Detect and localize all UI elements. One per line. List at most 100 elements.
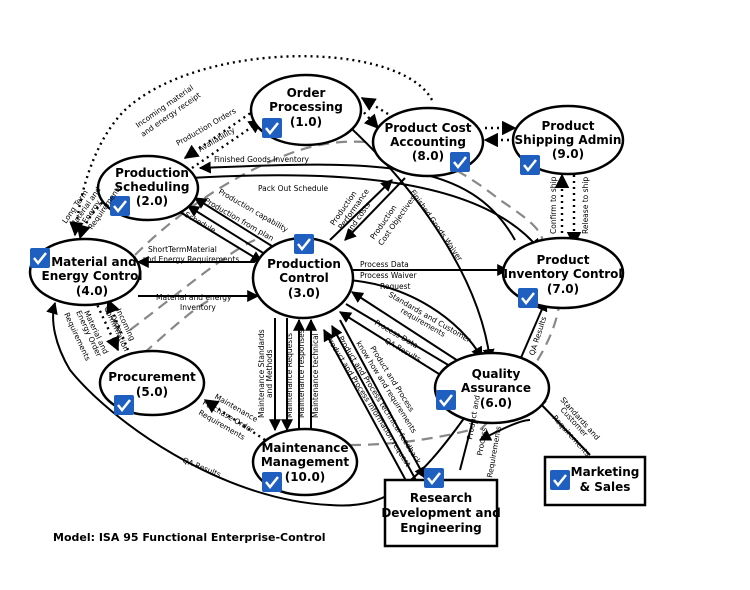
arrow-availability <box>191 119 264 169</box>
flow-label: and Methods <box>265 349 274 398</box>
arrow-production-performance <box>329 179 393 241</box>
flow-label: Process <box>475 427 489 457</box>
flow-label: Request <box>380 282 411 291</box>
arrow-process-waiver <box>347 279 483 360</box>
flow-label: Maintenance responses <box>297 329 306 418</box>
node-number: (1.0) <box>290 115 322 129</box>
arrow-production-from-plan <box>186 205 269 257</box>
node-quality-assurance[interactable]: Quality Assurance (6.0) <box>433 351 551 425</box>
checkbox-icon <box>520 155 540 175</box>
node-label: Control <box>279 271 329 285</box>
node-label: Production <box>267 257 341 271</box>
node-number: (8.0) <box>412 149 444 163</box>
arrow-pack-out-schedule <box>189 174 541 251</box>
arrow-schedule <box>179 211 264 263</box>
node-product-shipping-admin[interactable]: Product Shipping Admin (9.0) <box>511 104 625 176</box>
node-label: Energy Control <box>42 269 143 283</box>
node-label: Order <box>287 86 326 100</box>
node-label: Product <box>542 119 595 133</box>
node-label: & Sales <box>580 480 631 494</box>
dashed-boundary-bottom <box>349 428 471 447</box>
checkbox-icon <box>424 468 444 488</box>
node-number: (3.0) <box>288 286 320 300</box>
flow-label: Process Waiver <box>360 271 418 280</box>
checkbox-icon <box>436 390 456 410</box>
dashed-boundary-left <box>129 238 256 331</box>
flow-label: Maintenance Standards <box>257 329 266 418</box>
arrow-maintenance-purchase <box>203 399 266 441</box>
node-product-cost-accounting[interactable]: Product Cost Accounting (8.0) <box>371 106 485 178</box>
node-number: (4.0) <box>76 284 108 298</box>
node-label: Maintenance <box>261 441 348 455</box>
arrow-production-capability <box>193 197 276 249</box>
flow-label: Inventory <box>180 303 216 312</box>
node-label: Product <box>537 253 590 267</box>
arrow-process-data-2 <box>345 303 462 373</box>
node-label: Assurance <box>461 381 531 395</box>
flow-label: and Energy Requirements <box>142 255 239 264</box>
dashed-boundary-upper <box>134 140 544 256</box>
node-label: Procurement <box>108 370 196 384</box>
checkbox-icon <box>30 248 50 268</box>
node-label: Scheduling <box>115 180 190 194</box>
flow-label: Maintenance technical <box>311 333 320 418</box>
checkbox-icon <box>550 470 570 490</box>
checkbox-icon <box>262 118 282 138</box>
node-label: Marketing <box>571 465 640 479</box>
node-procurement[interactable]: Procurement (5.0) <box>98 349 206 417</box>
node-product-inventory-control[interactable]: Product Inventory Control (7.0) <box>501 236 625 310</box>
arrow-long-term <box>76 179 131 240</box>
flow-label: Confirm to ship <box>549 176 558 234</box>
arrow-standards-requirements <box>350 291 473 371</box>
node-research[interactable]: Research Development and Engineering <box>381 468 501 548</box>
arrow-product-process-info <box>323 328 411 489</box>
node-label: Quality <box>472 367 521 381</box>
node-label: Research <box>410 491 472 505</box>
checkbox-icon <box>262 472 282 492</box>
node-label: Production <box>115 166 189 180</box>
arrow-production-orders <box>183 109 256 159</box>
checkbox-icon <box>294 234 314 254</box>
flow-label: Finished Goods Inventory <box>214 155 310 164</box>
arrow-finished-goods-waiver <box>339 117 495 362</box>
arrow-qa-results-3 <box>519 298 548 361</box>
node-label: Management <box>261 455 350 469</box>
arrow-inventory-to-qa <box>478 419 531 441</box>
arrow-incoming-material <box>69 55 434 237</box>
node-material-energy-control[interactable]: Material and Energy Control (4.0) <box>28 237 143 307</box>
flow-label: QA Results <box>181 456 222 480</box>
node-label: Product Cost <box>384 121 471 135</box>
node-production-scheduling[interactable]: Production Scheduling (2.0) <box>96 154 200 222</box>
flow-label: Finished Goods Waiver <box>408 188 465 263</box>
flow-label: Pack Out Schedule <box>258 184 328 193</box>
node-label: Shipping Admin <box>515 133 622 147</box>
flow-label: Process Data <box>360 260 409 269</box>
flow-label: Material and energy <box>156 293 232 302</box>
node-label: Inventory Control <box>503 267 622 281</box>
checkbox-icon <box>518 288 538 308</box>
node-production-control[interactable]: Production Control (3.0) <box>251 234 355 320</box>
node-number: (6.0) <box>480 396 512 410</box>
node-number: (5.0) <box>136 385 168 399</box>
node-maintenance-management[interactable]: Maintenance Management (10.0) <box>251 427 359 497</box>
arrow-standards-customer <box>534 397 591 456</box>
node-number: (10.0) <box>285 470 326 484</box>
node-label: Engineering <box>400 521 481 535</box>
node-marketing[interactable]: Marketing & Sales <box>543 455 647 507</box>
diagram-caption: Model: ISA 95 Functional Enterprise-Cont… <box>53 531 326 544</box>
checkbox-icon <box>110 196 130 216</box>
arrow-production-cost-objectives <box>344 177 406 241</box>
node-number: (2.0) <box>136 194 168 208</box>
node-number: (9.0) <box>552 147 584 161</box>
node-label: Accounting <box>390 135 466 149</box>
arrow-cost-to-order <box>360 96 389 116</box>
arrow-product-process-feedback <box>331 324 419 485</box>
flow-label: Maintenance Requests <box>285 333 294 418</box>
node-label: Development and <box>381 506 500 520</box>
flow-label: ShortTermMaterial <box>148 245 217 254</box>
node-order-processing[interactable]: Order Processing (1.0) <box>249 73 363 147</box>
checkbox-icon <box>114 395 134 415</box>
checkbox-icon <box>450 152 470 172</box>
arrow-product-process-knowhow <box>339 319 426 480</box>
